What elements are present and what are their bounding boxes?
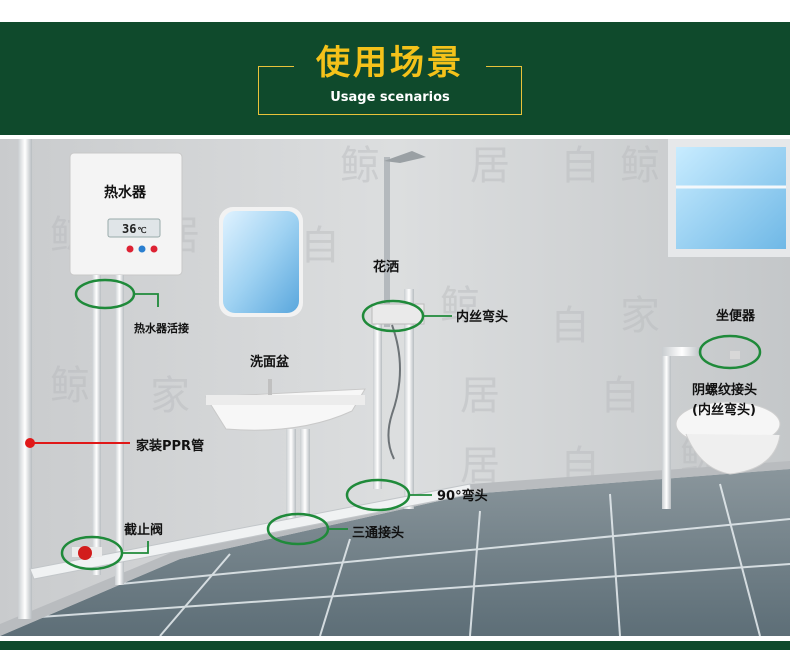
svg-text:家: 家 xyxy=(150,373,190,419)
label-female-thread: 阴螺纹接头 xyxy=(692,383,758,398)
footer-bar xyxy=(0,641,790,650)
svg-text:居: 居 xyxy=(470,143,510,189)
svg-text:居: 居 xyxy=(460,443,500,489)
header-banner xyxy=(0,22,790,135)
label-elbow-90: 90°弯头 xyxy=(437,489,488,504)
heater-temp: 36 xyxy=(122,222,136,236)
label-basin: 洗面盆 xyxy=(250,355,290,370)
label-toilet: 坐便器 xyxy=(716,309,756,324)
label-shower: 花洒 xyxy=(373,260,400,275)
svg-text:居: 居 xyxy=(460,373,500,419)
svg-text:鲸: 鲸 xyxy=(50,363,90,409)
svg-text:鲸: 鲸 xyxy=(440,283,480,329)
page-subtitle: Usage scenarios xyxy=(330,90,450,105)
svg-text:自: 自 xyxy=(600,373,640,419)
label-female-elbow: 内丝弯头 xyxy=(456,310,509,325)
svg-text:自: 自 xyxy=(300,223,340,269)
svg-text:鲸: 鲸 xyxy=(620,143,660,189)
svg-text:家: 家 xyxy=(620,293,660,339)
label-heater-fitting: 热水器活接 xyxy=(134,322,189,335)
title-frame xyxy=(258,44,522,115)
heater-display: 36℃ xyxy=(122,222,146,236)
heater-title: 热水器 xyxy=(104,185,146,201)
label-ppr-pipe: 家装PPR管 xyxy=(136,439,205,454)
label-female-elbow-alt: (内丝弯头) xyxy=(692,403,756,418)
label-stop-valve: 截止阀 xyxy=(124,523,164,538)
page-title: 使用场景 xyxy=(316,43,464,83)
heater-unit: ℃ xyxy=(137,226,146,235)
svg-text:自: 自 xyxy=(550,303,590,349)
svg-text:36℃: 36℃ xyxy=(122,222,146,236)
svg-text:自: 自 xyxy=(560,143,600,189)
svg-text:鲸: 鲸 xyxy=(340,143,380,189)
label-tee: 三通接头 xyxy=(352,526,405,541)
